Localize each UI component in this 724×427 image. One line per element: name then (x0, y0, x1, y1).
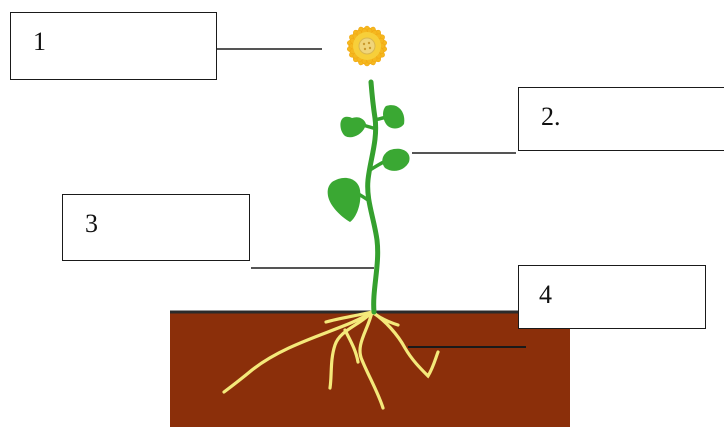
label-box-4[interactable]: 4 (518, 265, 706, 329)
label-box-3-text: 3 (85, 211, 98, 237)
sunflower-head (346, 25, 387, 67)
label-box-1[interactable]: 1 (10, 12, 217, 80)
label-box-2[interactable]: 2. (518, 87, 724, 151)
leaf (382, 149, 409, 171)
leaf (340, 117, 366, 137)
label-box-2-text: 2. (541, 104, 561, 130)
label-box-4-text: 4 (539, 282, 552, 308)
leaf (383, 105, 404, 128)
leaf (328, 178, 361, 222)
soil (170, 312, 570, 427)
label-box-1-text: 1 (33, 29, 46, 55)
label-box-3[interactable]: 3 (62, 194, 250, 261)
stem (368, 82, 378, 312)
flower-center (359, 38, 375, 54)
